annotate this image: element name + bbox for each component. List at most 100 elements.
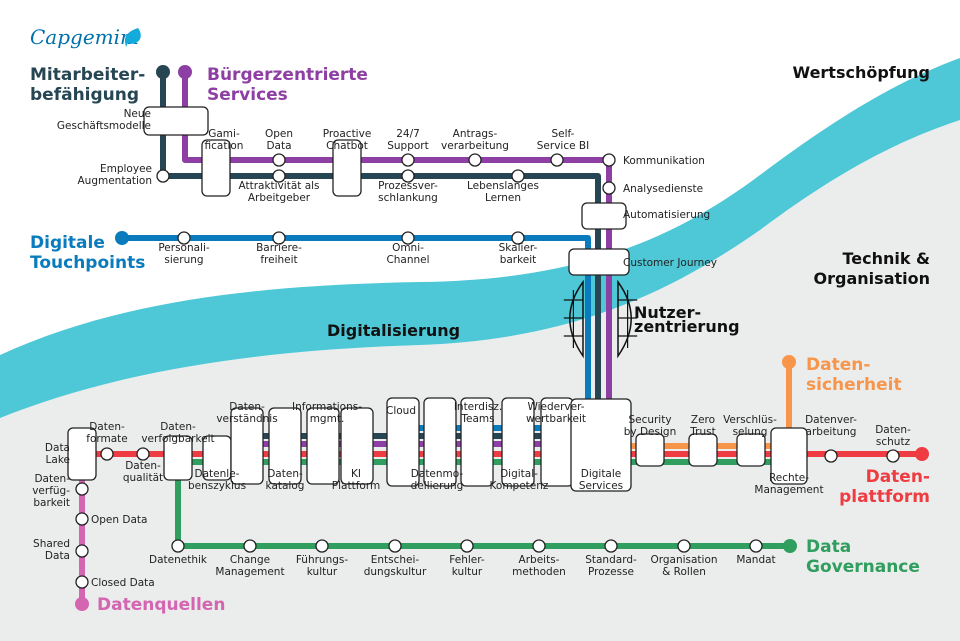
station-personalisierung[interactable]: [177, 231, 191, 245]
station-datenschutz[interactable]: [886, 449, 900, 463]
station-datenverfolgbarkeit[interactable]: [163, 435, 193, 481]
label-line: Open Data: [91, 514, 147, 526]
station-datenverarbeitung[interactable]: [824, 449, 838, 463]
station-arbeitsmethoden[interactable]: [532, 539, 546, 553]
station-automatisierung[interactable]: [581, 202, 627, 230]
label-line: Omni-: [392, 242, 424, 254]
station-zero-trust[interactable]: [688, 433, 718, 467]
label-line: wertbarkeit: [526, 413, 586, 425]
station-proactive-chatbot[interactable]: [332, 139, 362, 197]
station-skalierbarkeit[interactable]: [511, 231, 525, 245]
station-data-lake[interactable]: [67, 427, 97, 481]
datenquellen-terminus: [75, 597, 89, 611]
label-line: Shared: [33, 538, 70, 550]
label-line: Lebenslanges: [467, 180, 539, 192]
station-omnichannel-label: Omni-Channel: [386, 242, 429, 266]
label-line: Data: [266, 140, 291, 152]
station-customer-journey[interactable]: [568, 248, 630, 276]
label-line: Verschlüs-: [723, 414, 777, 426]
label-line: Chatbot: [326, 140, 368, 152]
station-gamification-label: Gami-fication: [205, 128, 244, 152]
station-analysedienste-label: Analysedienste: [623, 183, 703, 195]
station-open-data[interactable]: [75, 512, 89, 526]
label-line: dungskultur: [364, 566, 427, 578]
station-analysedienste[interactable]: [602, 181, 616, 195]
title-line: befähigung: [30, 85, 139, 105]
station-verschluesselung[interactable]: [736, 433, 766, 467]
station-support[interactable]: [401, 153, 415, 167]
station-kommunikation[interactable]: [602, 153, 616, 167]
label-line: Nutzer-: [634, 303, 701, 322]
label-line: Gami-: [208, 128, 240, 140]
station-rechte-management[interactable]: [770, 427, 808, 485]
station-datenqualitaet-label: Daten-qualität: [123, 460, 163, 484]
station-datenmodellierung[interactable]: [423, 397, 457, 487]
station-lebenslanges-lernen[interactable]: [511, 169, 525, 183]
label-line: Trust: [689, 426, 715, 438]
station-digitale-services[interactable]: [570, 398, 632, 492]
station-automatisierung-label: Automatisierung: [623, 209, 710, 221]
nutzerzentrierung-label: Nutzer-zentrierung: [634, 303, 740, 336]
station-datenkatalog[interactable]: [268, 407, 302, 485]
label-line: Datenmo-: [411, 468, 464, 480]
label-line: Security: [628, 414, 671, 426]
station-cloud[interactable]: [386, 397, 420, 487]
station-datenethik[interactable]: [171, 539, 185, 553]
station-security-by-design[interactable]: [635, 433, 665, 467]
label-line: Daten-: [875, 424, 911, 436]
station-informationsmgmt[interactable]: [306, 407, 340, 485]
station-antragsverarbeitung[interactable]: [468, 153, 482, 167]
buerger-terminus: [178, 65, 192, 79]
station-closed-data[interactable]: [75, 575, 89, 589]
label-line: verfüg-: [32, 485, 70, 497]
station-datenqualitaet[interactable]: [136, 447, 150, 461]
station-gamification[interactable]: [201, 139, 231, 197]
label-line: Datenethik: [149, 554, 208, 566]
station-employee-augmentation[interactable]: [156, 169, 170, 183]
station-interdisz-teams[interactable]: [460, 397, 494, 487]
logo-text: Capgemini: [30, 25, 139, 49]
label-line: Fehler-: [449, 554, 485, 566]
station-datenverstaendnis[interactable]: [230, 407, 264, 485]
station-digital-kompetenz[interactable]: [501, 397, 535, 487]
station-datenmodellierung-label: Datenmo-dellierung: [411, 468, 464, 492]
station-fuehrungskultur-label: Führungs-kultur: [296, 554, 349, 578]
station-attraktivitaet[interactable]: [272, 169, 286, 183]
label-line: Support: [387, 140, 429, 152]
station-open-data-label: Open Data: [91, 514, 147, 526]
station-mandat[interactable]: [749, 539, 763, 553]
station-neue-geschaeftsmodelle[interactable]: [143, 106, 209, 136]
station-datenverfuegbarkeit[interactable]: [75, 482, 89, 496]
station-organisation-rollen[interactable]: [677, 539, 691, 553]
station-change-management[interactable]: [243, 539, 257, 553]
label-line: Augmentation: [77, 175, 152, 187]
station-barrierefreiheit[interactable]: [272, 231, 286, 245]
label-line: Organisation: [814, 269, 930, 288]
label-line: Standard-: [585, 554, 637, 566]
label-line: 24/7: [396, 128, 420, 140]
station-omnichannel[interactable]: [401, 231, 415, 245]
label-line: Führungs-: [296, 554, 349, 566]
label-line: mgmt.: [310, 413, 345, 425]
station-ki-plattform[interactable]: [340, 407, 374, 485]
station-fuehrungskultur[interactable]: [315, 539, 329, 553]
station-shared-data[interactable]: [75, 544, 89, 558]
station-datenformate[interactable]: [100, 447, 114, 461]
wertschoepfung-area-label: Wertschöpfung: [792, 63, 930, 82]
station-entscheidungskultur[interactable]: [388, 539, 402, 553]
station-datenverstaendnis-label: Daten-verständnis: [216, 401, 277, 425]
datensicherheit-line-title: Daten-sicherheit: [806, 355, 902, 395]
station-datenlebenszyklus-label: Datenle-benszyklus: [188, 468, 246, 492]
station-prozessverschlankung[interactable]: [401, 169, 415, 183]
label-line: Open: [265, 128, 293, 140]
label-line: Management: [754, 484, 823, 496]
station-fehlerkultur[interactable]: [460, 539, 474, 553]
station-standard-prozesse[interactable]: [604, 539, 618, 553]
station-self-service-bi[interactable]: [550, 153, 564, 167]
title-line: Touchpoints: [30, 253, 145, 273]
station-open-data-top[interactable]: [272, 153, 286, 167]
